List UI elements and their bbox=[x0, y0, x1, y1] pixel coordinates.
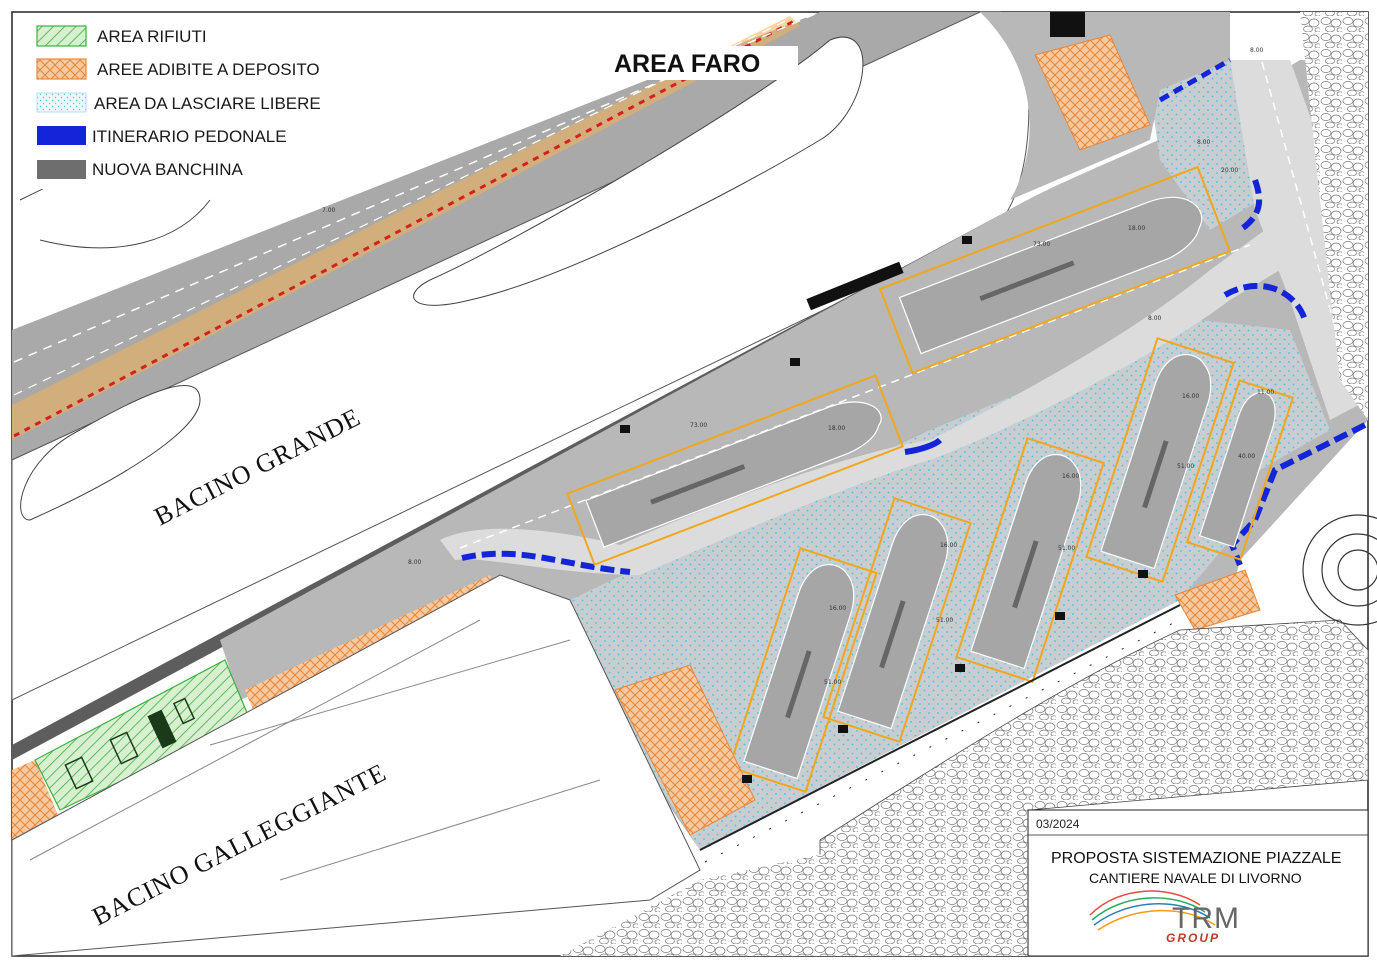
legend-label-pedonale: ITINERARIO PEDONALE bbox=[92, 127, 287, 146]
waste-containers bbox=[64, 697, 196, 790]
dim-800a: 8.00 bbox=[1250, 47, 1264, 54]
dim-7300a: 73.00 bbox=[1033, 241, 1050, 248]
dim-800b: 8.00 bbox=[1197, 139, 1211, 146]
road-centre-dash bbox=[459, 244, 1251, 549]
dim-5100d: 51.00 bbox=[824, 679, 841, 686]
legend-swatch-libere bbox=[36, 92, 87, 113]
drawing-date: 03/2024 bbox=[1036, 817, 1080, 831]
rock-revetment-s bbox=[560, 810, 1030, 956]
galleggiante-line-3 bbox=[29, 619, 481, 861]
area-faro-label: AREA FARO bbox=[614, 50, 760, 78]
dim-800c: 8.00 bbox=[1148, 315, 1162, 322]
dim-5100b: 51.00 bbox=[1058, 545, 1075, 552]
deposito-area-faro bbox=[1034, 34, 1151, 151]
boat-cradle-west bbox=[566, 374, 904, 566]
logo-text: TRM bbox=[1172, 902, 1240, 935]
legend: AREA RIFIUTI AREE ADIBITE A DEPOSITO ARE… bbox=[14, 14, 354, 189]
dim-4000: 40.00 bbox=[1238, 453, 1255, 460]
pontoon-lower bbox=[20, 385, 201, 521]
quay-edge-orange bbox=[12, 16, 800, 440]
dim-1600d: 16.00 bbox=[829, 605, 846, 612]
pontoon-upper bbox=[413, 36, 864, 306]
title-block-frame bbox=[1027, 809, 1369, 957]
dim-7300b: 73.00 bbox=[690, 422, 707, 429]
legend-swatch-pedonale bbox=[37, 126, 86, 145]
pedestrian-route-west bbox=[461, 550, 631, 575]
legend-label-deposito: AREE ADIBITE A DEPOSITO bbox=[97, 60, 320, 79]
boat-cradles bbox=[566, 165, 1295, 793]
dim-1600c: 16.00 bbox=[940, 542, 957, 549]
dim-5100a: 51.00 bbox=[1177, 463, 1194, 470]
dim-1600a: 16.00 bbox=[1182, 393, 1199, 400]
dim-800d: 8.00 bbox=[408, 559, 422, 566]
roundabout bbox=[1302, 514, 1377, 626]
boat-cradle-north bbox=[878, 165, 1232, 375]
deposito-area-south bbox=[614, 664, 756, 836]
road-ne-dash bbox=[1261, 61, 1356, 401]
logo-subtext: GROUP bbox=[1166, 931, 1220, 945]
trm-logo: TRM GROUP bbox=[1089, 890, 1240, 945]
title-block: 03/2024 PROPOSTA SISTEMAZIONE PIAZZALE C… bbox=[1027, 809, 1369, 957]
boat-cradle-2 bbox=[822, 497, 972, 743]
deposito-area-east bbox=[1174, 569, 1261, 631]
galleggiante-line-2 bbox=[279, 779, 601, 881]
equipment-blocks bbox=[620, 12, 1148, 783]
quay-red-dash bbox=[13, 18, 797, 438]
boat-cradle-5 bbox=[1185, 379, 1295, 561]
legend-swatch-rifiuti bbox=[36, 25, 87, 47]
pedestrian-route-north bbox=[1158, 57, 1232, 103]
dim-1100: 11.00 bbox=[1257, 389, 1274, 396]
dim-5100c: 51.00 bbox=[936, 617, 953, 624]
road-north-east bbox=[1230, 60, 1368, 420]
legend-swatch-deposito bbox=[36, 58, 87, 80]
drawing-subtitle: CANTIERE NAVALE DI LIVORNO bbox=[1089, 870, 1302, 886]
galleggiante-line-1 bbox=[209, 639, 571, 746]
free-area-north bbox=[1150, 60, 1260, 230]
dim-1800a: 18.00 bbox=[1128, 225, 1145, 232]
rock-revetment-ne bbox=[1300, 12, 1368, 420]
pedestrian-route-mid bbox=[904, 437, 943, 455]
legend-label-rifiuti: AREA RIFIUTI bbox=[97, 27, 207, 46]
dim-1800b: 18.00 bbox=[828, 425, 845, 432]
quay-bollards bbox=[699, 604, 1181, 851]
internal-road bbox=[440, 230, 1280, 575]
legend-label-libere: AREA DA LASCIARE LIBERE bbox=[94, 94, 321, 113]
dim-2000: 20.00 bbox=[1221, 167, 1238, 174]
legend-label-banchina: NUOVA BANCHINA bbox=[92, 160, 243, 179]
legend-swatch-banchina bbox=[37, 160, 86, 179]
rock-revetment bbox=[819, 619, 1369, 881]
pedestrian-route-east bbox=[1228, 422, 1367, 567]
boat-cradle-4 bbox=[1085, 337, 1235, 583]
bacino-galleggiante bbox=[11, 574, 701, 957]
dim-1600b: 16.00 bbox=[1062, 473, 1079, 480]
area-faro-label-bg bbox=[568, 46, 798, 80]
pedestrian-route-ne bbox=[1238, 179, 1263, 233]
boat-cradle-3 bbox=[955, 437, 1105, 683]
drawing-title: PROPOSTA SISTEMAZIONE PIAZZALE bbox=[1051, 850, 1341, 867]
boat-cradle-1 bbox=[728, 547, 878, 793]
dim-700: 7.00 bbox=[322, 207, 336, 214]
pedestrian-route-curve bbox=[1223, 283, 1308, 322]
dimension-labels: 7.00 8.00 8.00 8.00 8.00 73.00 73.00 18.… bbox=[322, 47, 1274, 686]
logo-swoosh-icon bbox=[1089, 890, 1201, 916]
